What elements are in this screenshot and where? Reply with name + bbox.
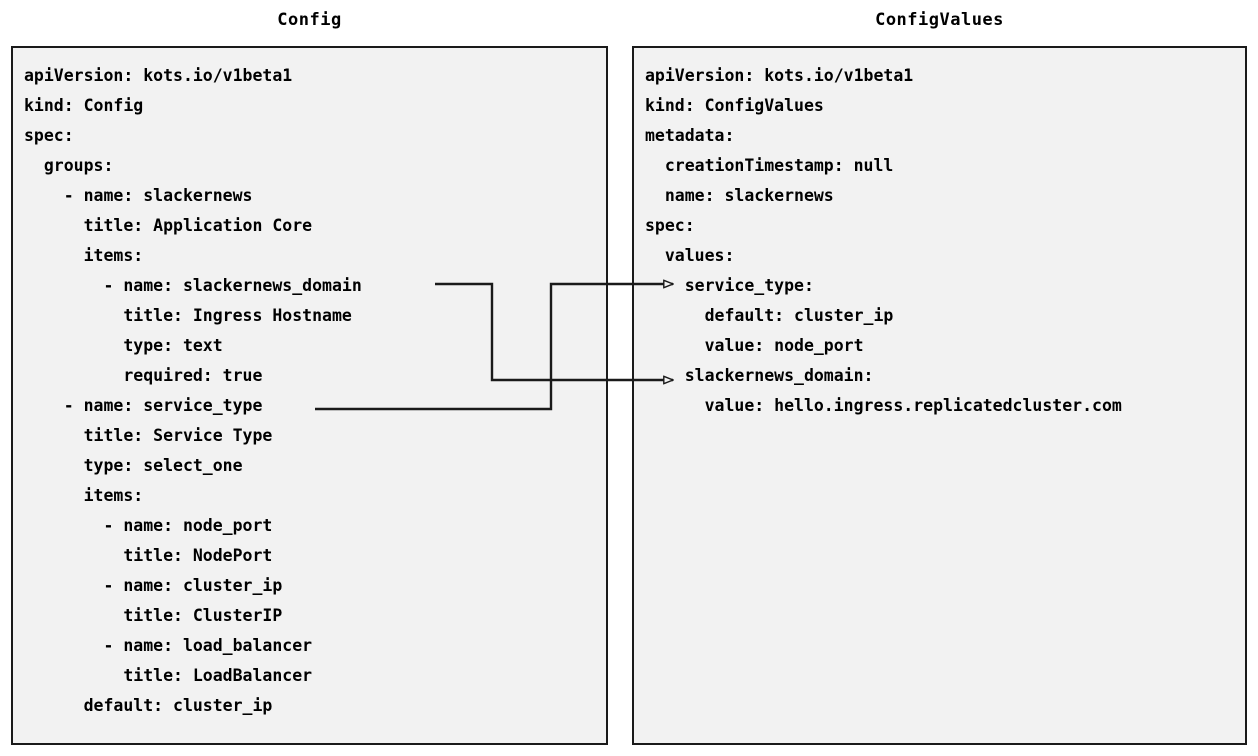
configvalues-yaml-line: metadata: [645,126,735,145]
config-yaml-line: - name: service_type [24,396,263,415]
configvalues-yaml-line: values: [645,246,735,265]
config-yaml-line: - name: slackernews_domain [24,276,362,295]
config-yaml-line: kind: Config [24,96,144,115]
config-yaml-block: apiVersion: kots.io/v1beta1 kind: Config s… [13,48,362,721]
config-yaml-line: items: [24,486,144,505]
config-yaml-line: title: Ingress Hostname [24,306,352,325]
config-yaml-line: apiVersion: kots.io/v1beta1 [24,66,293,85]
config-yaml-line: type: select_one [24,456,243,475]
configvalues-yaml-line: apiVersion: kots.io/v1beta1 [645,66,914,85]
config-yaml-line: - name: load_balancer [24,636,313,655]
configvalues-yaml-line: slackernews_domain: [645,366,874,385]
config-yaml-line: title: Application Core [24,216,313,235]
configvalues-yaml-line: spec: [645,216,695,235]
configvalues-yaml-line: default: cluster_ip [645,306,894,325]
configvalues-yaml-line: name: slackernews [645,186,834,205]
configvalues-yaml-line: value: hello.ingress.replicatedcluster.c… [645,396,1122,415]
config-yaml-line: default: cluster_ip [24,696,273,715]
configvalues-panel-title: ConfigValues [875,10,1004,30]
configvalues-panel: apiVersion: kots.io/v1beta1 kind: ConfigV… [632,46,1247,745]
config-yaml-line: type: text [24,336,223,355]
config-yaml-line: spec: [24,126,74,145]
config-yaml-line: - name: slackernews [24,186,253,205]
config-yaml-line: - name: cluster_ip [24,576,283,595]
config-yaml-line: title: NodePort [24,546,273,565]
config-yaml-line: groups: [24,156,114,175]
config-panel: apiVersion: kots.io/v1beta1 kind: Config s… [11,46,608,745]
config-yaml-line: - name: node_port [24,516,273,535]
configvalues-yaml-block: apiVersion: kots.io/v1beta1 kind: ConfigV… [634,48,1122,421]
configvalues-yaml-line: service_type: [645,276,814,295]
configvalues-yaml-line: value: node_port [645,336,864,355]
configvalues-yaml-line: creationTimestamp: null [645,156,894,175]
config-yaml-line: title: Service Type [24,426,273,445]
config-yaml-line: items: [24,246,144,265]
config-yaml-line: required: true [24,366,263,385]
config-yaml-line: title: LoadBalancer [24,666,313,685]
config-panel-title: Config [277,10,342,30]
configvalues-yaml-line: kind: ConfigValues [645,96,824,115]
config-yaml-line: title: ClusterIP [24,606,283,625]
